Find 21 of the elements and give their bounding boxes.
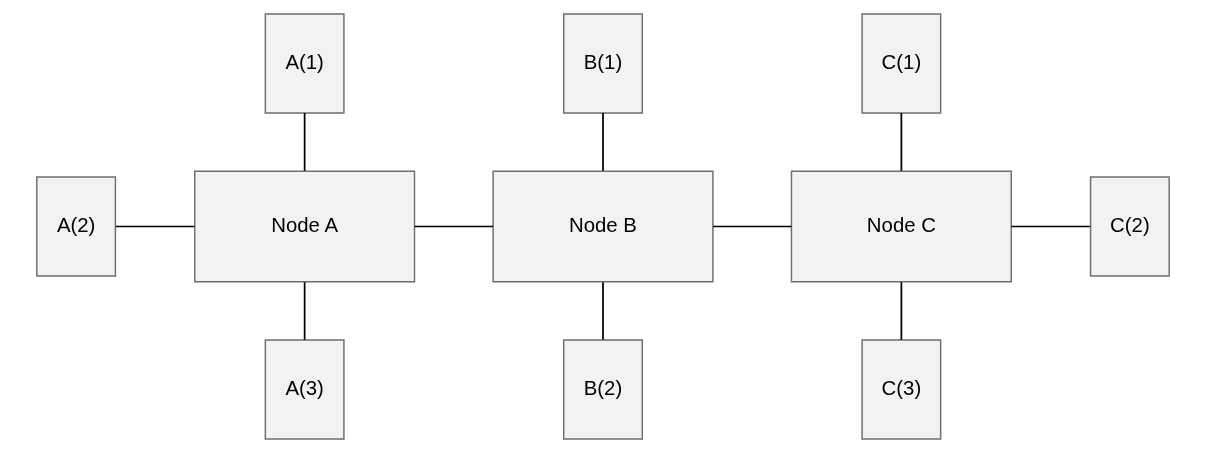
node-box: Node C <box>790 170 1012 283</box>
node-box: B(1) <box>562 13 643 114</box>
node-box: C(1) <box>860 13 941 114</box>
node-box: B(2) <box>562 339 643 440</box>
connector <box>711 225 792 228</box>
connector <box>900 112 902 172</box>
connector <box>601 112 604 172</box>
connector <box>601 281 604 341</box>
node-box: C(3) <box>860 339 941 440</box>
connector <box>413 225 494 228</box>
node-box: A(2) <box>35 176 116 277</box>
node-box: Node B <box>491 170 714 283</box>
connector <box>1010 225 1091 228</box>
connector <box>303 281 305 341</box>
connector <box>114 225 195 228</box>
connector <box>900 281 902 341</box>
node-box: A(3) <box>264 339 345 440</box>
node-box: Node A <box>193 170 415 283</box>
node-box: C(2) <box>1089 176 1170 277</box>
node-box: A(1) <box>264 13 345 114</box>
connector <box>303 112 305 172</box>
